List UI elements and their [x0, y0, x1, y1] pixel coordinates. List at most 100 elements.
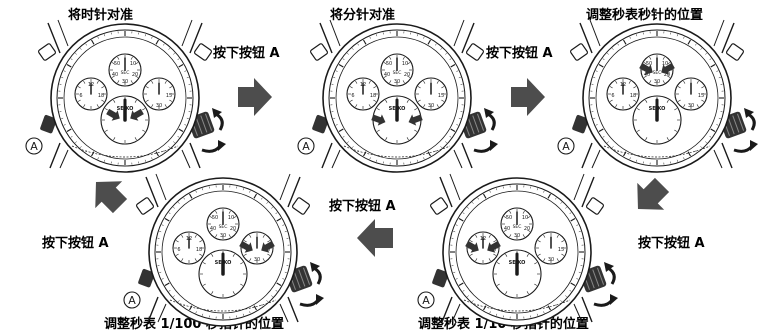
move-indicator-icon: [408, 114, 423, 126]
subdial-number: 30: [548, 257, 554, 263]
button-a-letter: A: [562, 140, 570, 153]
subdial-number: 6: [79, 93, 82, 99]
subdial-number: 50: [506, 215, 512, 221]
watch-step5: 5010402030SEC612183015SEIKOA: [123, 173, 324, 327]
move-indicator-icon: [106, 108, 120, 121]
connector3-label: 按下按钮 A: [638, 236, 705, 251]
connector5-label: 按下按钮 A: [42, 236, 109, 251]
subdial-number: 18: [370, 93, 376, 99]
subdial-number: 6: [177, 247, 180, 253]
connector2-label: 按下按钮 A: [486, 46, 553, 61]
connector1-label: 按下按钮 A: [213, 46, 280, 61]
rotate-arrow-icon: [299, 299, 320, 307]
subdial-number: 30: [688, 103, 694, 109]
strap-lugs: [579, 22, 735, 169]
step1-caption: 将时针对准: [68, 8, 134, 23]
sec-label: SEC: [653, 70, 662, 76]
pusher-top-right: [586, 197, 604, 215]
subdial-number: 40: [644, 72, 650, 78]
move-indicator-icon: [639, 62, 653, 75]
right-arrow-icon: [238, 78, 272, 116]
pusher-top-left: [570, 43, 588, 61]
strap-lines: [155, 173, 291, 323]
rotate-arrow-icon: [607, 266, 616, 285]
bezel-text-band: [463, 299, 571, 312]
strap-lines: [329, 19, 465, 169]
rotate-arrow-icon: [473, 145, 494, 153]
watch-step2: 5010402030SEC612183015SEIKOA: [297, 19, 498, 173]
pusher-top-right: [466, 43, 484, 61]
subdial-number: 18: [196, 247, 202, 253]
subdial-number: 10: [402, 61, 408, 67]
strap-lines: [57, 19, 193, 169]
watch-step3: 5010402030SEC612183015SEIKOA: [557, 19, 758, 173]
subdial-number: 10: [130, 61, 136, 67]
watch-step4: 5010402030SEC612183015SEIKOA: [417, 173, 618, 327]
move-indicator-icon: [465, 240, 479, 253]
pusher-top-left: [430, 197, 448, 215]
sec-label: SEC: [513, 224, 522, 230]
subdial-number: 10: [228, 215, 234, 221]
button-a: [572, 114, 589, 134]
pusher-top-right: [726, 43, 744, 61]
bezel-text-band: [603, 145, 711, 158]
subdial-number: 18: [98, 93, 104, 99]
down-left-arrow-icon: [637, 177, 670, 210]
subdial-number: 30: [394, 79, 400, 85]
subdial-number: 50: [646, 61, 652, 67]
sec-label: SEC: [393, 70, 402, 76]
rotate-arrow-icon: [747, 112, 756, 131]
subdial-number: 30: [654, 79, 660, 85]
rotate-arrow-icon: [733, 145, 754, 153]
rotate-arrow-icon: [593, 299, 614, 307]
button-a-letter: A: [128, 294, 136, 307]
pusher-top-right: [194, 43, 212, 61]
strap-lugs: [319, 22, 475, 169]
subdial-number: 50: [114, 61, 120, 67]
move-indicator-icon: [371, 114, 386, 126]
strap-lugs: [439, 176, 595, 323]
subdial-number: 40: [504, 226, 510, 232]
bezel-text-band: [343, 145, 451, 158]
subdial-number: 50: [212, 215, 218, 221]
button-a-marker: [417, 291, 435, 309]
move-indicator-icon: [130, 108, 144, 121]
move-indicator-icon: [261, 240, 275, 253]
subdial-number: 18: [630, 93, 636, 99]
subdial-number: 40: [210, 226, 216, 232]
rotate-arrow-icon: [215, 112, 224, 131]
subdial-number: 20: [404, 72, 410, 78]
subdial-number: 20: [524, 226, 530, 232]
move-indicator-icon: [487, 240, 501, 253]
strap-lugs: [47, 22, 203, 169]
button-a-marker: [123, 291, 141, 309]
connector4-label: 按下按钮 A: [329, 199, 396, 214]
subdial-number: 30: [122, 79, 128, 85]
bezel-text-band: [169, 299, 277, 312]
subdial-number: 30: [156, 103, 162, 109]
button-a-letter: A: [422, 294, 430, 307]
subdial-number: 6: [351, 93, 354, 99]
button-a-letter: A: [30, 140, 38, 153]
bezel-text-band: [71, 145, 179, 158]
subdial-number: 15: [558, 247, 564, 253]
subdial-number: 40: [384, 72, 390, 78]
sec-label: SEC: [121, 70, 130, 76]
subdial-number: 15: [698, 93, 704, 99]
subdial-number: 20: [132, 72, 138, 78]
button-a-marker: [25, 137, 43, 155]
subdial-number: 20: [664, 72, 670, 78]
button-a: [40, 114, 57, 134]
subdial-number: 30: [254, 257, 260, 263]
watch-step1: 5010402030SEC612183015SEIKOA: [25, 19, 226, 173]
button-a: [312, 114, 329, 134]
pusher-top-left: [310, 43, 328, 61]
rotate-arrow-icon: [201, 145, 222, 153]
move-indicator-icon: [661, 62, 675, 75]
strap-lines: [589, 19, 725, 169]
pusher-top-right: [292, 197, 310, 215]
subdial-number: 30: [428, 103, 434, 109]
pusher-top-left: [136, 197, 154, 215]
subdial-number: 50: [386, 61, 392, 67]
